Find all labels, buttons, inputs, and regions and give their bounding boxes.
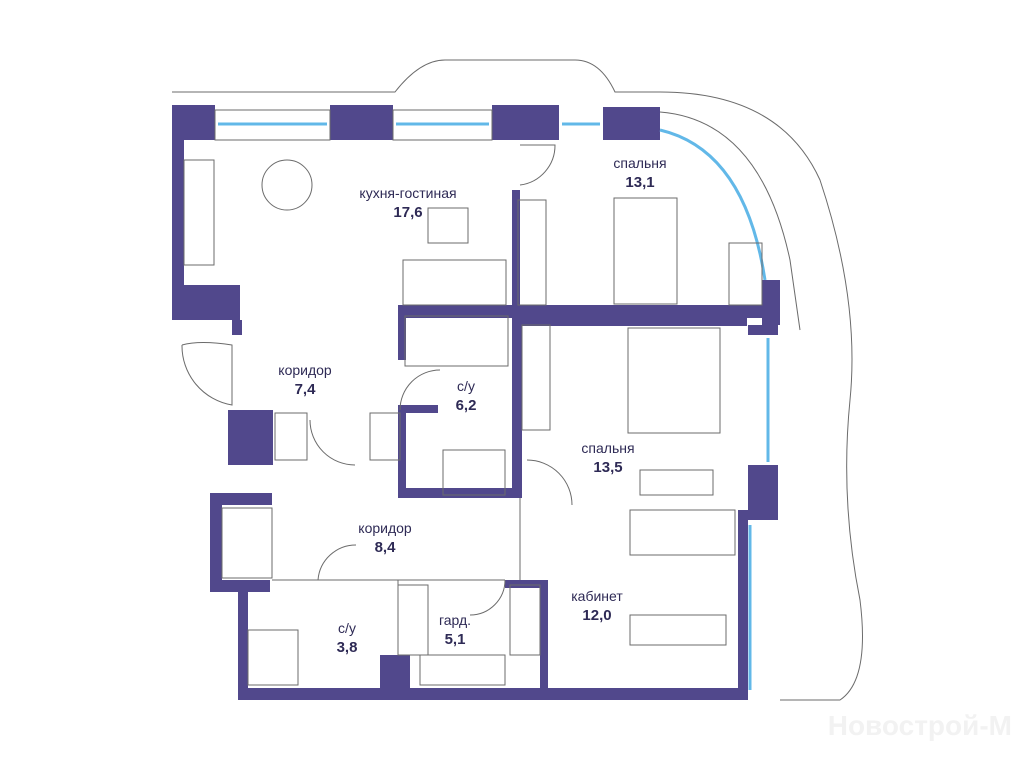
door bbox=[519, 144, 556, 186]
door bbox=[309, 419, 356, 466]
sofa bbox=[629, 509, 736, 556]
window-frame bbox=[214, 109, 331, 141]
balcony-line bbox=[659, 111, 801, 331]
bathtub bbox=[404, 315, 509, 367]
door bbox=[181, 342, 233, 406]
wall-pillar bbox=[330, 105, 393, 140]
wall bbox=[172, 285, 240, 320]
wall bbox=[398, 405, 406, 495]
wardrobe bbox=[221, 507, 273, 579]
dining-table bbox=[261, 159, 313, 211]
door bbox=[526, 459, 573, 506]
room-label-wardrobe: гард.5,1 bbox=[438, 612, 472, 648]
wall bbox=[232, 320, 242, 335]
wall bbox=[405, 688, 748, 700]
door bbox=[469, 579, 506, 616]
wall bbox=[512, 190, 520, 308]
terrace-outline bbox=[172, 59, 863, 701]
wardrobe bbox=[274, 412, 308, 461]
wall-pillar bbox=[172, 105, 215, 140]
kitchen-counter bbox=[183, 159, 215, 266]
bed bbox=[613, 197, 678, 305]
dresser bbox=[639, 469, 714, 496]
shower bbox=[247, 629, 299, 686]
wardrobe bbox=[517, 199, 547, 306]
wall bbox=[210, 493, 222, 590]
wall bbox=[380, 655, 410, 700]
wardrobe bbox=[509, 584, 541, 656]
desk bbox=[728, 242, 763, 306]
wall bbox=[398, 405, 438, 413]
wall-pillar bbox=[492, 105, 559, 140]
door bbox=[399, 369, 441, 411]
wall bbox=[748, 325, 778, 335]
wall bbox=[398, 305, 780, 318]
wall bbox=[512, 318, 522, 498]
bed bbox=[627, 327, 721, 434]
window-frame bbox=[392, 109, 493, 141]
wall bbox=[762, 280, 780, 325]
wall bbox=[228, 410, 273, 465]
shower bbox=[442, 449, 506, 496]
wall-pillar bbox=[603, 107, 660, 140]
window-curved bbox=[659, 128, 767, 281]
wall bbox=[210, 493, 272, 505]
watermark: Новострой-М bbox=[827, 710, 1012, 741]
wall bbox=[238, 688, 388, 700]
wall bbox=[398, 305, 406, 360]
desk bbox=[629, 614, 727, 646]
wall bbox=[238, 580, 248, 700]
coffee-table bbox=[427, 207, 469, 244]
wall bbox=[738, 510, 748, 700]
wall bbox=[540, 580, 548, 690]
wall bbox=[748, 465, 778, 520]
wall bbox=[398, 488, 522, 498]
wall bbox=[505, 580, 545, 588]
sofa bbox=[402, 259, 507, 306]
wardrobe bbox=[397, 584, 429, 656]
wall bbox=[172, 140, 184, 320]
door bbox=[317, 544, 357, 581]
wardrobe bbox=[369, 412, 401, 461]
wall bbox=[522, 318, 747, 326]
wardrobe bbox=[419, 654, 506, 686]
wardrobe bbox=[521, 324, 551, 431]
